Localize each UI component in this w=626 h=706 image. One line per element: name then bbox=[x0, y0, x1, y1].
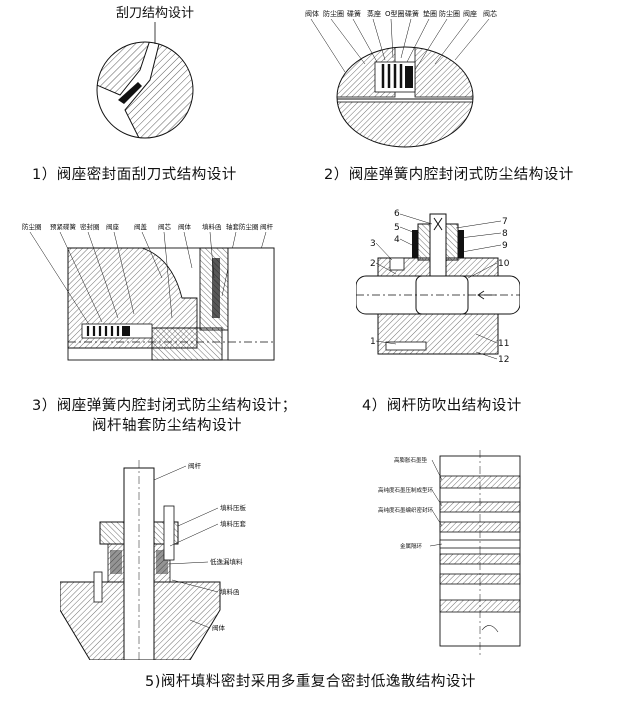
fig5b-label-3: 金属隔环 bbox=[400, 542, 423, 550]
fig5a-label-1: 填料压板 bbox=[220, 503, 247, 512]
fig4-num-3: 3 bbox=[370, 239, 376, 249]
figure-1-caption: 1）阀座密封面刮刀式结构设计 bbox=[32, 167, 237, 183]
fig2-label-1: 防尘圈 bbox=[323, 9, 344, 18]
fig3-label-3: 阀座 bbox=[106, 222, 120, 231]
figure-1-title: 刮刀结构设计 bbox=[116, 6, 194, 21]
fig5a-label-4: 填料函 bbox=[220, 587, 240, 596]
fig4-num-6: 6 bbox=[394, 209, 400, 219]
fig3-label-9: 阀杆 bbox=[260, 222, 274, 231]
figure-5a-packing-gland: 阀杆 填料压板 填料压套 低逸漏填料 填料函 阀体 bbox=[60, 460, 250, 660]
figure-1-scraper-design: 刮刀结构设计 bbox=[80, 0, 210, 150]
fig5a-label-5: 阀体 bbox=[212, 623, 226, 632]
fig3-label-5: 阀芯 bbox=[158, 222, 172, 231]
fig2-label-4: O型圈 bbox=[385, 9, 405, 18]
fig4-num-8: 8 bbox=[502, 229, 508, 239]
fig3-label-4: 阀盖 bbox=[134, 222, 148, 231]
figure-2-caption: 2）阀座弹簧内腔封闭式防尘结构设计 bbox=[324, 167, 574, 183]
fig4-num-5: 5 bbox=[394, 223, 400, 233]
fig2-label-5: 碟簧 bbox=[405, 9, 419, 18]
fig2-label-7: 防尘圈 bbox=[439, 9, 460, 18]
figure-4-numbers: 6 5 4 3 2 1 7 8 9 10 11 12 bbox=[370, 209, 510, 365]
fig5a-label-0: 阀杆 bbox=[188, 461, 202, 470]
fig5b-label-1: 高纯度石墨压制成型环 bbox=[378, 486, 434, 494]
fig3-label-0: 防尘圈 bbox=[22, 222, 42, 231]
figure-3-seat-and-stem-dustproof: 防尘圈 预紧碟簧 密封圈 阀座 阀盖 阀芯 阀体 填料函 轴套防尘圈 阀杆 bbox=[22, 218, 277, 368]
fig3-label-6: 阀体 bbox=[178, 222, 192, 231]
fig3-label-8: 轴套防尘圈 bbox=[226, 222, 259, 231]
figure-2-seat-spring-dustproof: 阀体 防尘圈 碟簧 蒸座 O型圈 碟簧 垫圈 防尘圈 阀座 阀芯 bbox=[305, 2, 500, 150]
fig2-label-0: 阀体 bbox=[305, 9, 319, 18]
figure-3-caption-line1: 3）阀座弹簧内腔封闭式防尘结构设计； bbox=[32, 398, 297, 414]
fig2-label-2: 碟簧 bbox=[347, 9, 361, 18]
fig2-label-9: 阀芯 bbox=[483, 9, 497, 18]
fig3-label-7: 填料函 bbox=[202, 222, 222, 231]
fig4-num-12: 12 bbox=[498, 355, 509, 365]
fig5a-label-3: 低逸漏填料 bbox=[210, 557, 243, 566]
fig4-num-4: 4 bbox=[394, 235, 400, 245]
fig4-num-1: 1 bbox=[370, 337, 376, 347]
fig4-num-2: 2 bbox=[370, 259, 376, 269]
fig2-label-6: 垫圈 bbox=[423, 9, 437, 18]
fig5b-label-0: 高膨胀石墨垫 bbox=[394, 456, 428, 464]
figure-3-labels: 防尘圈 预紧碟簧 密封圈 阀座 阀盖 阀芯 阀体 填料函 轴套防尘圈 阀杆 bbox=[22, 222, 274, 231]
figure-2-labels: 阀体 防尘圈 碟簧 蒸座 O型圈 碟簧 垫圈 防尘圈 阀座 阀芯 bbox=[305, 9, 497, 18]
fig3-label-1: 预紧碟簧 bbox=[50, 222, 77, 231]
fig2-label-8: 阀座 bbox=[463, 9, 477, 18]
fig4-num-11: 11 bbox=[498, 339, 509, 349]
figure-4-stem-anti-blowout: 6 5 4 3 2 1 7 8 9 10 11 12 bbox=[356, 204, 520, 374]
fig3-label-2: 密封圈 bbox=[80, 222, 100, 231]
figure-5-caption: 5)阀杆填料密封采用多重复合密封低逸散结构设计 bbox=[145, 674, 476, 690]
fig4-num-9: 9 bbox=[502, 241, 508, 251]
figure-3-caption-line2: 阀杆轴套防尘结构设计 bbox=[92, 418, 242, 434]
fig5b-label-2: 高纯度石墨编织密封环 bbox=[378, 506, 434, 514]
figure-5a-labels: 阀杆 填料压板 填料压套 低逸漏填料 填料函 阀体 bbox=[188, 461, 247, 632]
fig4-num-7: 7 bbox=[502, 217, 508, 227]
figure-5b-labels: 高膨胀石墨垫 高纯度石墨压制成型环 高纯度石墨编织密封环 金属隔环 bbox=[378, 456, 434, 550]
figure-4-caption: 4）阀杆防吹出结构设计 bbox=[362, 398, 522, 414]
figure-5b-packing-rings: 高膨胀石墨垫 高纯度石墨压制成型环 高纯度石墨编织密封环 金属隔环 bbox=[370, 450, 530, 655]
fig4-num-10: 10 bbox=[498, 259, 510, 269]
fig2-label-3: 蒸座 bbox=[367, 9, 381, 18]
fig5a-label-2: 填料压套 bbox=[220, 519, 247, 528]
